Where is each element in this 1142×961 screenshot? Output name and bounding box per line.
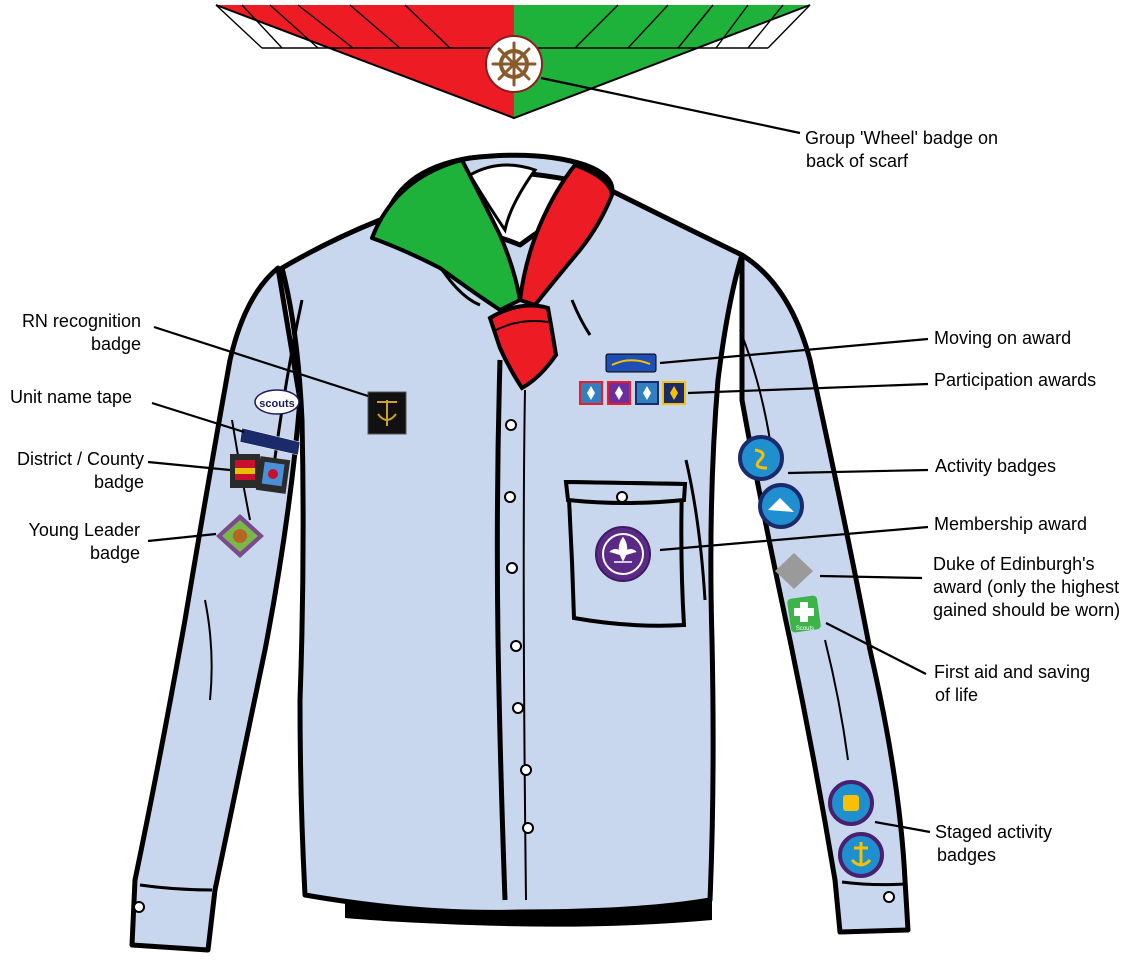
membership-award: [595, 526, 651, 582]
leader-membership: [659, 525, 929, 552]
label-participation: Participation awards: [934, 370, 1097, 390]
label-young-leader: Young Leader badge: [28, 520, 140, 563]
label-membership: Membership award: [934, 514, 1088, 534]
scarf-worn: [370, 158, 614, 391]
dofe-award: [775, 553, 813, 589]
young-leader-badge: [216, 514, 264, 558]
leader-unit-tape: [151, 401, 245, 434]
shirt-buttons: [133, 419, 895, 913]
scouts-logo-text: scouts: [259, 398, 294, 410]
scarf-back: [215, 4, 811, 120]
leader-lines: [147, 76, 931, 834]
leader-rn: [153, 325, 369, 398]
placket: [494, 359, 508, 901]
leader-district: [147, 460, 231, 472]
leader-activity: [787, 468, 929, 475]
label-rn-recognition: RN recognition badge: [21, 311, 141, 354]
label-first-aid: First aid and saving of life: [934, 662, 1091, 705]
scarf-red-side: [518, 163, 614, 307]
participation-awards: [579, 381, 686, 405]
leader-young-leader: [147, 532, 217, 543]
first-aid-badge-text: Scouts: [796, 626, 814, 632]
leader-dofe: [819, 574, 923, 580]
unit-name-tape: scouts: [239, 389, 301, 456]
label-activity: Activity badges: [935, 456, 1057, 476]
group-wheel-badge: [485, 35, 543, 93]
leader-first-aid: [825, 622, 927, 675]
activity-badges: [738, 435, 804, 529]
district-county-badge: [230, 454, 291, 494]
scarf-green-side: [370, 158, 522, 312]
label-staged-activity: Staged activity badges: [935, 822, 1053, 865]
label-district-county: District / County badge: [16, 449, 144, 492]
rn-recognition-badge: [367, 391, 407, 435]
shirt: [129, 152, 911, 953]
moving-on-award: [605, 353, 657, 373]
label-wheel-badge: Group 'Wheel' badge on back of scarf: [805, 128, 998, 171]
leader-wheel: [540, 76, 801, 135]
leader-participation: [687, 382, 929, 395]
label-unit-name-tape: Unit name tape: [10, 387, 133, 407]
label-moving-on: Moving on award: [934, 328, 1072, 348]
leader-moving-on: [659, 337, 929, 365]
first-aid-badge: Scouts: [787, 595, 821, 633]
staged-activity-badges: [828, 780, 884, 878]
left-sleeve: [129, 265, 303, 953]
label-dofe: Duke of Edinburgh's award (only the high…: [933, 554, 1121, 620]
leader-staged: [874, 820, 931, 834]
right-sleeve: [739, 252, 911, 935]
